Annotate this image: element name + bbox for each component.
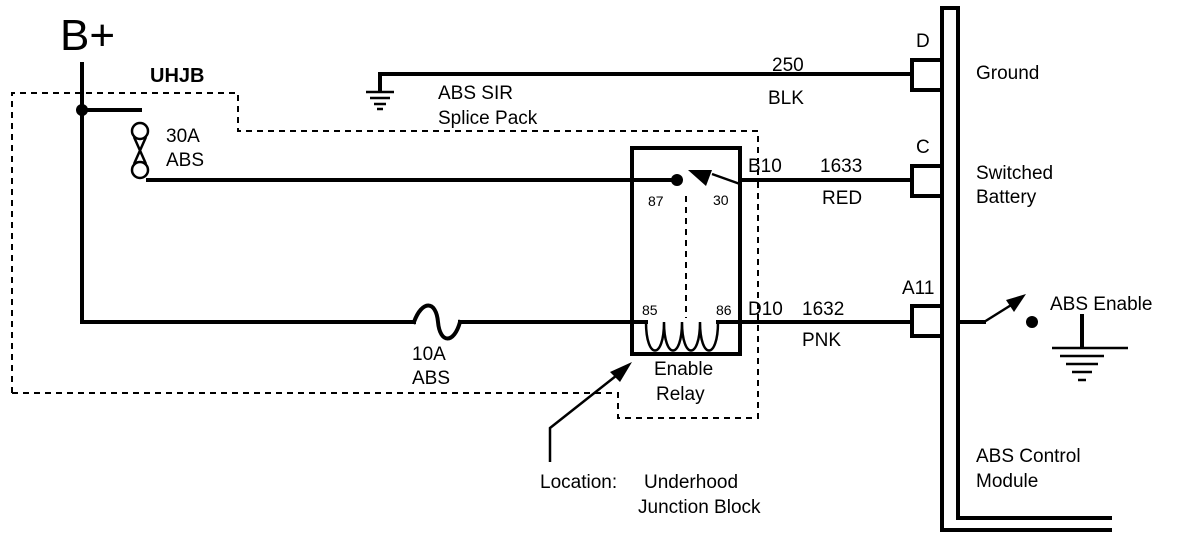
relay-pin-86: 86 xyxy=(716,302,732,318)
module-enable-label: ABS Enable xyxy=(1050,294,1152,315)
fuse-10a-rating: 10A xyxy=(412,344,446,365)
ground-symbol xyxy=(366,90,394,111)
supply-label: B+ xyxy=(60,11,115,60)
relay-pin-85: 85 xyxy=(642,302,658,318)
module-pin-a11-label: A11 xyxy=(902,278,934,299)
relay-switch-arm xyxy=(711,172,741,186)
module-pin-c-label: C xyxy=(916,137,930,158)
location-line2: Junction Block xyxy=(638,497,761,518)
module-pin-c xyxy=(910,164,944,198)
location-leader xyxy=(548,367,627,462)
ground-splice-line2: Splice Pack xyxy=(438,108,538,129)
module-battery-label-line1: Switched xyxy=(976,163,1053,184)
battery-connector: B10 xyxy=(748,156,782,177)
uhjb-boundary xyxy=(11,92,759,393)
fuse-30a-circuit: ABS xyxy=(166,150,204,171)
relay-name-line2: Relay xyxy=(656,384,705,405)
fuse-10a-circuit: ABS xyxy=(412,368,450,389)
battery-color: RED xyxy=(822,188,862,209)
location-arrowhead xyxy=(610,362,632,382)
module-name-line1: ABS Control xyxy=(976,446,1081,467)
ground-wire-circuit: 250 xyxy=(772,55,804,76)
enable-switch-arrow xyxy=(1006,294,1026,312)
module-battery-label-line2: Battery xyxy=(976,187,1037,208)
relay-name-line1: Enable xyxy=(654,359,713,380)
module-ground-label: Ground xyxy=(976,63,1039,84)
battery-circuit: 1633 xyxy=(820,156,862,177)
relay-contact-87 xyxy=(671,174,683,186)
relay-switch-arrow xyxy=(688,170,712,186)
enable-color: PNK xyxy=(802,330,841,351)
enable-ground-symbol xyxy=(1052,346,1128,382)
location-prefix: Location: xyxy=(540,472,617,493)
relay-coil xyxy=(644,321,720,352)
enable-switch-contact xyxy=(1026,316,1038,328)
enable-relay-box xyxy=(630,146,742,356)
ground-splice-line1: ABS SIR xyxy=(438,83,513,104)
module-name-line2: Module xyxy=(976,471,1038,492)
module-pin-d xyxy=(910,58,944,92)
uhjb-label: UHJB xyxy=(150,65,204,87)
fuse-30a-symbol xyxy=(130,121,150,180)
relay-pin-30: 30 xyxy=(713,192,729,208)
module-pin-a11 xyxy=(910,304,944,338)
enable-connector: D10 xyxy=(748,299,783,320)
fuse-10a-symbol xyxy=(411,303,463,341)
fuse-30a-rating: 30A xyxy=(166,126,200,147)
enable-circuit: 1632 xyxy=(802,299,844,320)
location-line1: Underhood xyxy=(644,472,738,493)
module-inner-edge xyxy=(956,6,1112,520)
module-pin-d-label: D xyxy=(916,31,930,52)
relay-location-boundary xyxy=(12,184,759,419)
relay-pin-87: 87 xyxy=(648,193,664,209)
ground-wire-color: BLK xyxy=(768,88,804,109)
